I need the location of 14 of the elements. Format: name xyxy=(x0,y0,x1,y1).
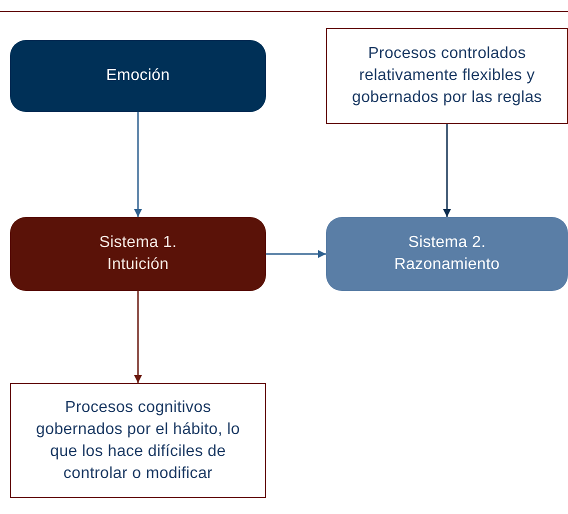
node-text: Emoción xyxy=(106,66,170,86)
process-box xyxy=(10,217,266,291)
process-box xyxy=(326,217,568,291)
text-box xyxy=(326,28,568,124)
node-text: Sistema 1. Intuición xyxy=(98,233,178,275)
node-text: Procesos controlados relativamente flexibles y gobernados por las reglas xyxy=(350,44,543,108)
node-text: Sistema 2. Razonamiento xyxy=(393,233,501,275)
process-box xyxy=(10,40,266,112)
node-text: Procesos cognitivos gobernados por el hábito, lo que los hace difíciles de controlar o modificar xyxy=(35,398,241,484)
arrow xyxy=(134,112,142,217)
arrow xyxy=(266,250,326,258)
text-box xyxy=(10,383,266,498)
arrow xyxy=(134,291,142,383)
arrow xyxy=(443,124,451,217)
